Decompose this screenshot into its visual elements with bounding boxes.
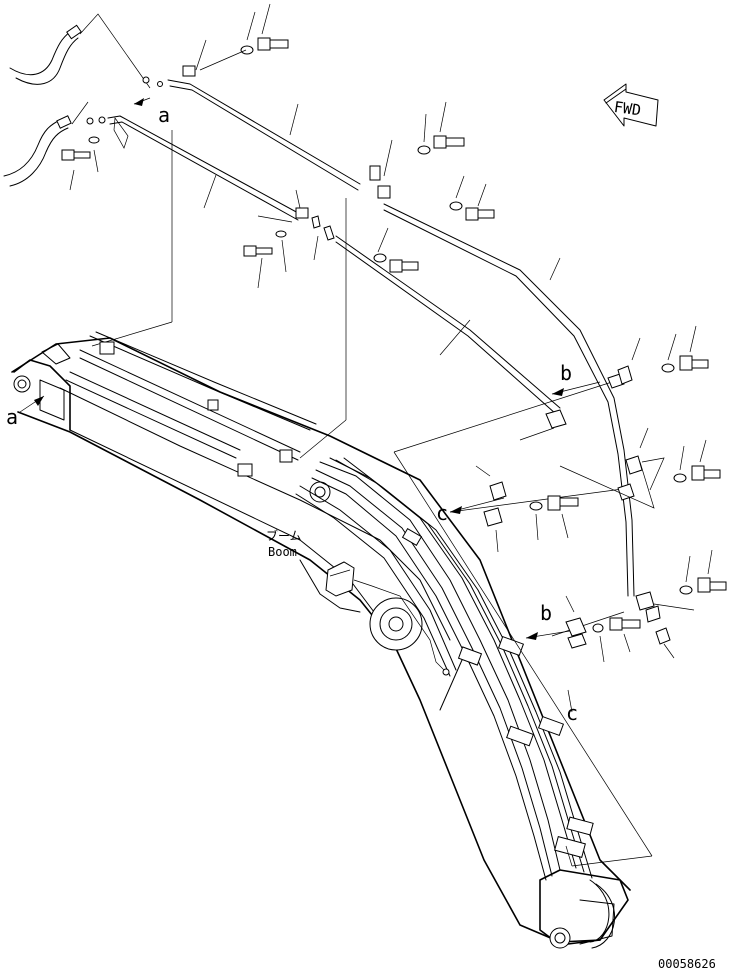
drawing-number: 00058626 [658,957,716,971]
view-label-a-left: a [6,405,18,429]
view-label-b-low: b [540,601,552,625]
bolt-lower-left [61,136,100,191]
clamp-row-b-top: b [519,325,709,441]
top-left-leaders [71,13,163,125]
upper-pipe-1 [167,39,361,191]
fwd-arrow-icon: FWD [603,83,659,127]
view-label-b-top: b [560,361,572,385]
wire [371,585,450,676]
clamp-row-c-mid: c [436,427,721,553]
fwd-label: FWD [613,98,642,120]
boom-body [11,337,631,949]
bolt-top [199,3,289,71]
lower-hose [3,115,72,187]
mid-pipe [335,227,561,415]
junction-box [325,561,373,597]
hose-bundle [295,457,616,949]
upper-hose [9,24,82,85]
boom-label-english: Boom [268,545,297,559]
bolt-mid-left [243,230,287,289]
boom-label: ブーム Boom [266,528,302,559]
view-label-c-mid: c [436,501,448,525]
clamp-row-b-low: b [525,549,727,663]
view-label-c-low: c [566,701,578,725]
right-upper-pipe [369,101,635,597]
boom-label-japanese: ブーム [266,528,302,543]
view-a-top: a [91,97,347,459]
view-label-a-top: a [158,103,170,127]
upper-pipe-2 [107,115,309,223]
view-a-left: a [6,395,45,429]
clamp-mid [311,215,335,261]
view-c-lower: c [566,689,578,725]
boom-cylinder [65,331,317,477]
